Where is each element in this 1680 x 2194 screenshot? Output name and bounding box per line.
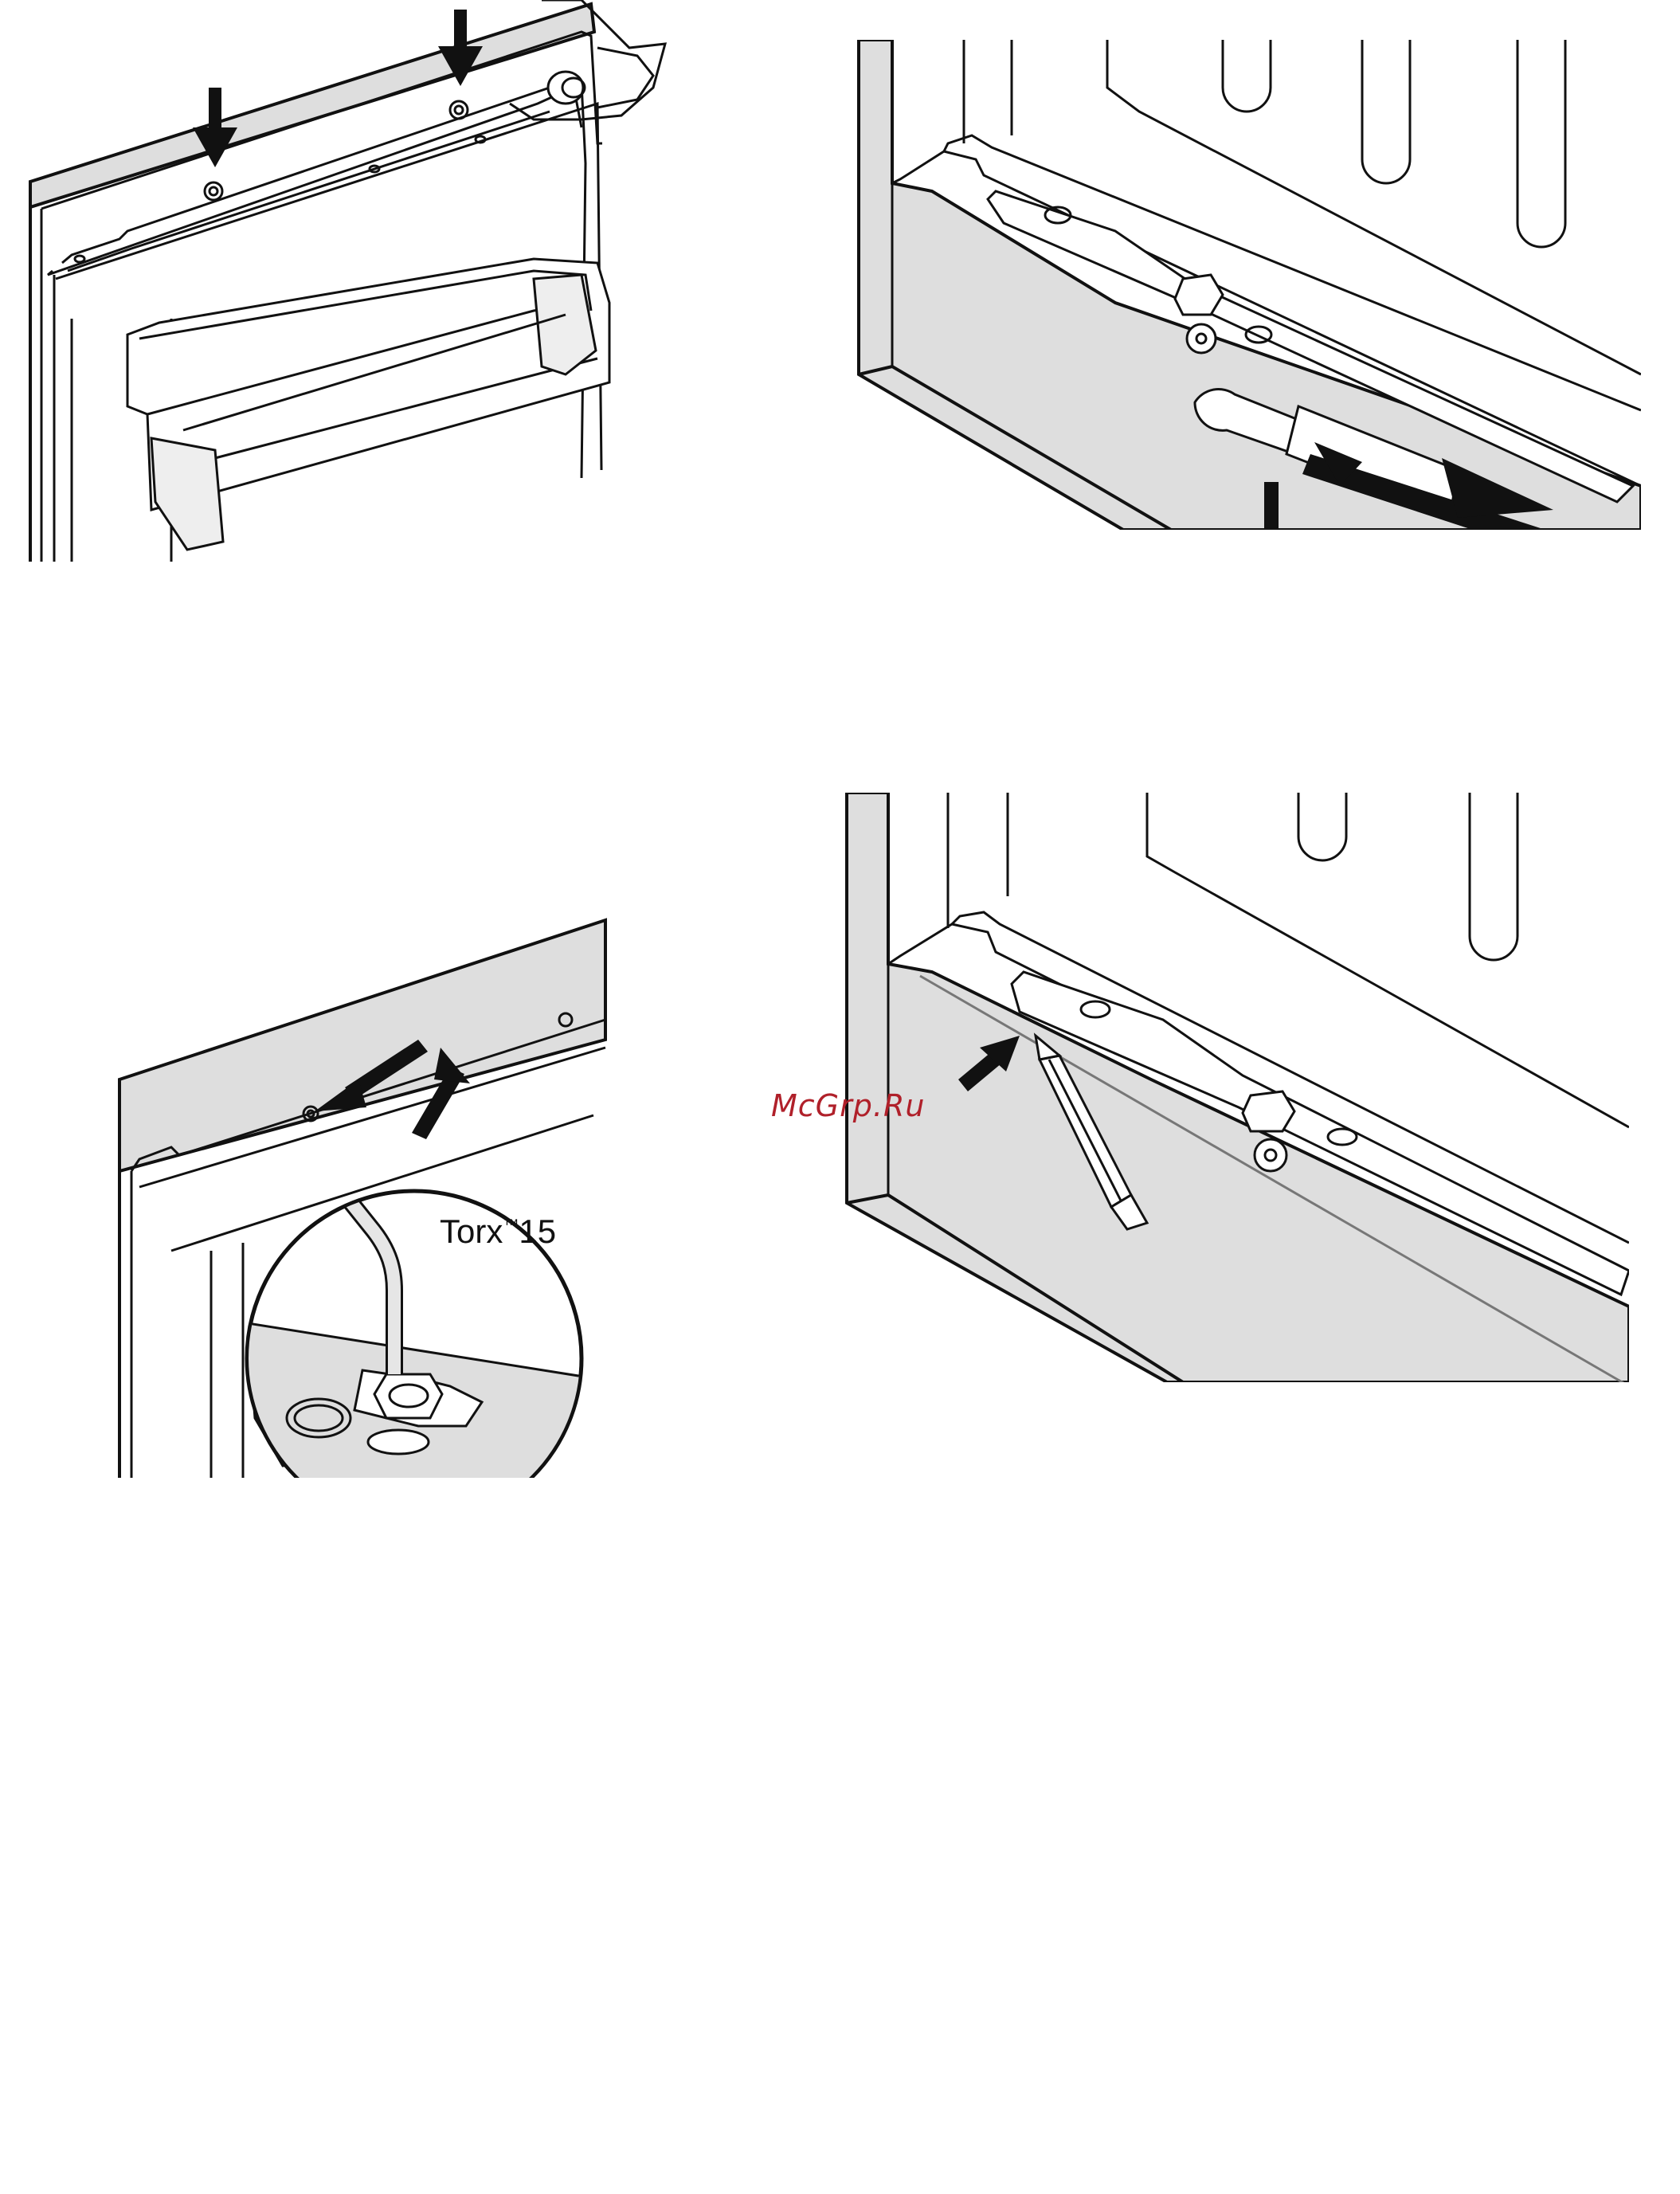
figure-cabinet-pencil bbox=[840, 793, 1629, 1382]
down-arrow-icon bbox=[1264, 482, 1279, 530]
cabinet-pencil-illustration bbox=[840, 793, 1629, 1382]
torx-tool-size: 15 bbox=[519, 1213, 556, 1250]
torx-tool-name: Torx bbox=[440, 1213, 503, 1250]
trademark-mark: ™ bbox=[503, 1216, 519, 1234]
figure-cabinet-screwdriver bbox=[852, 40, 1641, 530]
torx-label: Torx™15 bbox=[440, 1213, 556, 1251]
figure-torx-detail bbox=[116, 908, 613, 1478]
cabinet-screwdriver-illustration bbox=[852, 40, 1641, 530]
figure-door-top-screws bbox=[24, 0, 677, 566]
torx-detail-illustration bbox=[116, 908, 613, 1478]
door-top-illustration bbox=[24, 0, 677, 566]
watermark: McGrp.Ru bbox=[771, 1088, 925, 1123]
